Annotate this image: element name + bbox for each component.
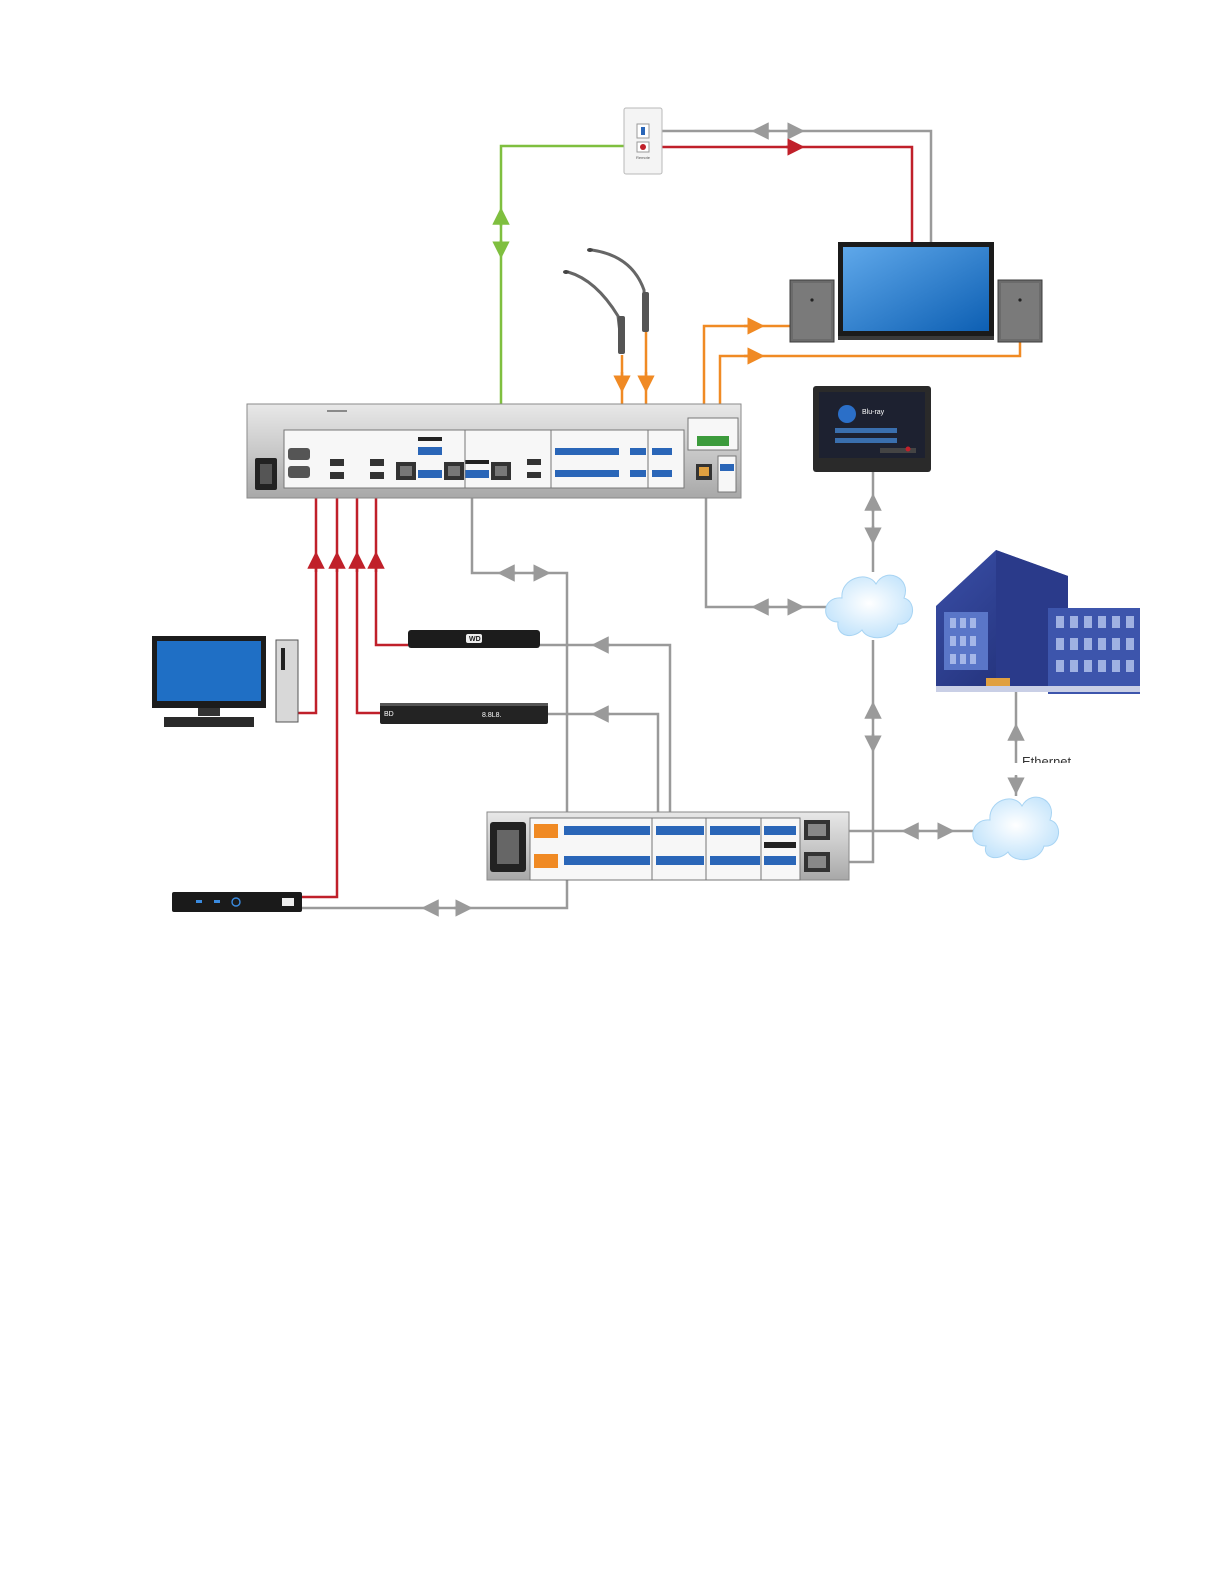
desktop-computer-icon: [152, 636, 298, 727]
dsp-amplifier-icon: [487, 812, 849, 880]
bluray-player-icon: BD 8.8L8.: [380, 703, 548, 724]
touch-panel-icon: Blu-ray: [813, 386, 931, 472]
cable-cablebox-processor-hdmi: [302, 478, 337, 897]
cable-wallplate-display-video: [662, 147, 912, 242]
media-player-logo: WD: [469, 636, 481, 643]
microphone-icon: [563, 248, 649, 354]
control-processor-icon: [247, 404, 741, 498]
media-player-icon: WD: [408, 630, 540, 648]
bluray-brand: BD: [384, 711, 394, 718]
bluray-display: 8.8L8.: [482, 712, 502, 719]
building-icon: [936, 550, 1140, 694]
speaker-icon: [790, 280, 834, 342]
cable-pc-processor-hdmi: [296, 465, 330, 713]
display-icon: [838, 242, 994, 340]
ethernet-label-crop: [1010, 763, 1100, 775]
network-cloud-icon: [973, 797, 1059, 860]
cable-box-icon: [172, 892, 302, 912]
cable-dsp-mediaplayer-control: [540, 645, 670, 822]
wall-plate-icon: Remote: [624, 108, 662, 174]
network-cloud-icon: [826, 575, 913, 638]
wall-plate-label: Remote: [636, 155, 651, 160]
touch-panel-title: Blu-ray: [862, 409, 885, 416]
speaker-icon: [998, 280, 1042, 342]
cable-dsp-bluray-control: [548, 714, 658, 822]
cable-mediaplayer-processor-hdmi: [376, 478, 408, 645]
